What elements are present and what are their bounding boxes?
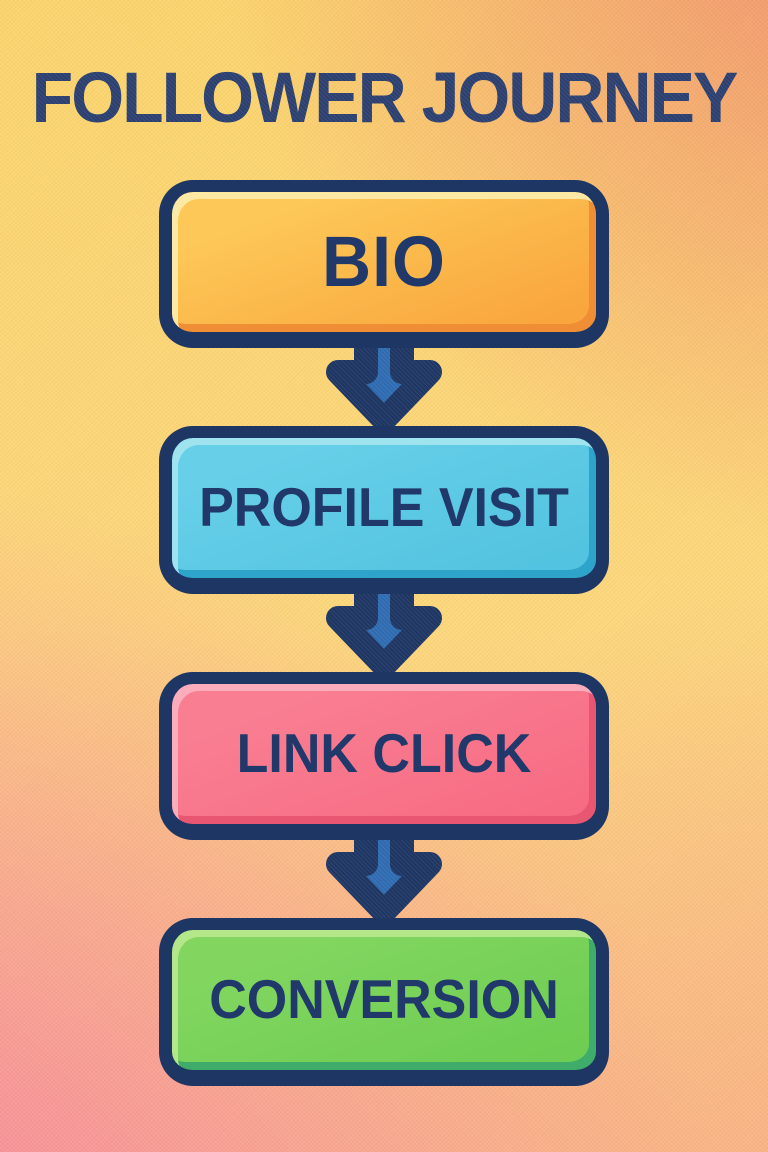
arrow-down-icon [326, 834, 442, 924]
flow-step-conversion: CONVERSION [159, 918, 609, 1086]
flow-step-bio: BIO [159, 180, 609, 348]
poster-title: FOLLOWER JOURNEY [31, 58, 739, 138]
flow-step-label: LINK CLICK [236, 723, 532, 785]
funnel-flowchart: BIO PROFILE VISIT LINK CLICK CONVERSION [0, 180, 768, 1086]
flow-step-label: BIO [322, 222, 446, 302]
flow-step-profile-visit: PROFILE VISIT [159, 426, 609, 594]
flow-step-label: CONVERSION [209, 969, 559, 1031]
flow-step-label: PROFILE VISIT [199, 477, 569, 539]
flow-step-link-click: LINK CLICK [159, 672, 609, 840]
arrow-down-icon [326, 342, 442, 432]
arrow-down-icon [326, 588, 442, 678]
